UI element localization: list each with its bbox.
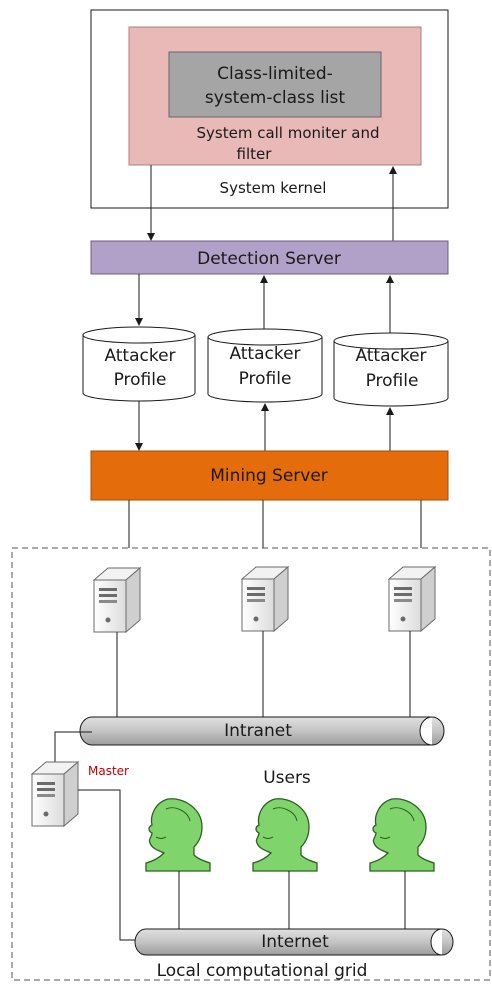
- users-label: Users: [263, 768, 311, 788]
- class-list-label-line2: system-class list: [205, 88, 346, 108]
- monitor-label-line1: System call moniter and: [197, 124, 380, 142]
- server-icon: [241, 566, 289, 632]
- server-icon: [93, 567, 141, 633]
- profile-3-label-line2: Profile: [366, 371, 419, 391]
- local-grid-label: Local computational grid: [157, 961, 368, 981]
- internet-pipe: Internet: [134, 928, 454, 956]
- intranet-label: Intranet: [224, 721, 292, 741]
- attacker-profile-1: Attacker Profile: [82, 326, 196, 402]
- profile-3-label-line1: Attacker: [355, 346, 426, 366]
- user-icon: [369, 798, 435, 872]
- mining-server-box: [90, 450, 449, 501]
- class-limited-list-box: [168, 51, 382, 118]
- attacker-profile-3: Attacker Profile: [333, 332, 449, 407]
- master-label: Master: [88, 764, 129, 778]
- mining-server-label: Mining Server: [210, 466, 328, 486]
- profile-1-label-line2: Profile: [114, 370, 167, 390]
- local-grid-boundary: [11, 547, 491, 981]
- master-server-icon: [31, 761, 79, 827]
- detection-server-label: Detection Server: [197, 249, 341, 269]
- attacker-profile-2: Attacker Profile: [207, 328, 323, 403]
- link-master-internet: [78, 789, 138, 941]
- profile-2-label-line2: Profile: [239, 369, 292, 389]
- detection-server-box: [90, 240, 449, 275]
- class-list-label-line1: Class-limited-: [217, 64, 333, 84]
- user-icon: [252, 798, 318, 872]
- profile-1-label-line1: Attacker: [104, 346, 175, 366]
- profile-2-label-line1: Attacker: [229, 344, 300, 364]
- internet-label: Internet: [261, 932, 329, 952]
- link-master-intranet: [54, 731, 92, 765]
- user-icon: [145, 798, 211, 872]
- server-icon: [388, 566, 436, 632]
- system-kernel-label: System kernel: [220, 179, 327, 197]
- intranet-pipe: Intranet: [79, 716, 445, 746]
- monitor-label-line2: filter: [237, 145, 273, 163]
